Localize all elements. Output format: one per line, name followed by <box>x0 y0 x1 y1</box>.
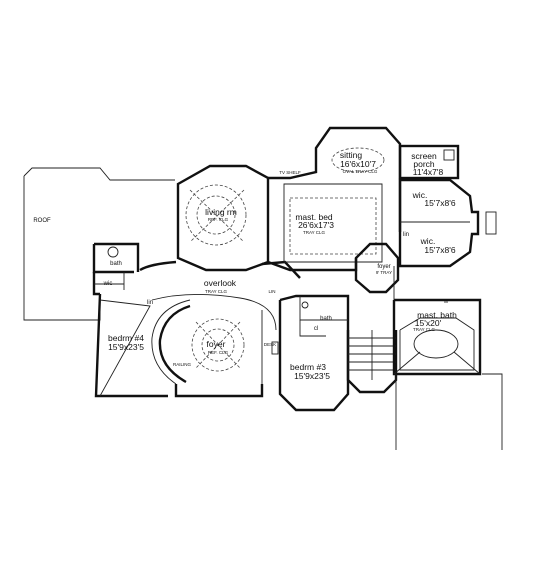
sitting-dims: 16'6x10'7 <box>340 159 376 169</box>
wic-2-dims: 15'7x8'6 <box>424 245 455 255</box>
screen-porch-name: screen <box>411 151 437 161</box>
sitting-name: sitting <box>340 150 362 160</box>
lin-small-label: LIN <box>268 289 275 294</box>
master-bed-dims: 26'6x17'3 <box>298 220 334 230</box>
bath-mid-label: bath <box>320 316 332 322</box>
living-room-name: living rm <box>205 207 237 217</box>
overlook-name: overlook <box>204 278 237 288</box>
master-bed-name: mast. bed <box>295 212 333 222</box>
wic-1-name: wic. <box>412 190 428 200</box>
roof-right-outline <box>395 373 503 450</box>
master-bath-walls <box>392 266 482 376</box>
overlook-note: TRAY CLG <box>205 289 228 294</box>
upper-foyer-name: foyer <box>377 264 390 270</box>
master-bath-note: TRAY CLG <box>413 327 436 332</box>
stair-walls <box>346 330 398 394</box>
bedroom-3-name: bedrm #3 <box>290 362 326 372</box>
tv-shelf-label: TV SHELF <box>279 170 301 175</box>
fixtures <box>107 149 455 355</box>
foyer-name: foyer <box>207 339 226 349</box>
upper-foyer-note: 9' TRAY <box>376 270 392 275</box>
bedroom-4-dims: 15'9x23'5 <box>108 342 144 352</box>
wic-1-dims: 15'7x8'6 <box>424 198 455 208</box>
living-room-note: REF. CLG <box>208 217 229 222</box>
master-bath-dims: 15'x20' <box>415 318 442 328</box>
master-bed-note: TRAY CLG <box>303 230 326 235</box>
master-bedroom-walls <box>267 126 402 272</box>
sitting-note: OVAL TRAY CLG <box>343 169 378 174</box>
upper-foyer-walls <box>354 242 400 294</box>
foyer-note: REF. CLG <box>208 350 229 355</box>
screen-porch-walls <box>398 144 460 180</box>
left-wing-walls <box>92 242 168 398</box>
bath-left-label: bath <box>110 261 122 267</box>
railing-label: RAILING <box>173 362 192 367</box>
master-bath-name: mast. bath <box>417 310 457 320</box>
screen-porch-name2: porch <box>413 159 435 169</box>
lin-left-label: lin <box>147 300 153 306</box>
lower-foyer-walls <box>174 310 264 398</box>
sitting-area-dashes <box>331 147 385 173</box>
wic-cluster-walls <box>398 178 497 268</box>
lin-right-label: lin <box>444 299 449 304</box>
roof-label: ROOF <box>33 218 51 224</box>
desk-label: DESK <box>264 342 276 347</box>
wic-left-label: wic <box>103 281 113 287</box>
cl-mid-label: cl <box>314 326 318 332</box>
screen-porch-dims: 11'4x7'8 <box>413 167 444 177</box>
bedroom-4-name: bedrm #4 <box>108 333 144 343</box>
bedroom-3-walls <box>278 294 350 412</box>
wic-2-name: wic. <box>420 236 436 246</box>
bedroom-3-dims: 15'9x23'5 <box>294 371 330 381</box>
lin-upper-label: lin <box>403 232 409 238</box>
